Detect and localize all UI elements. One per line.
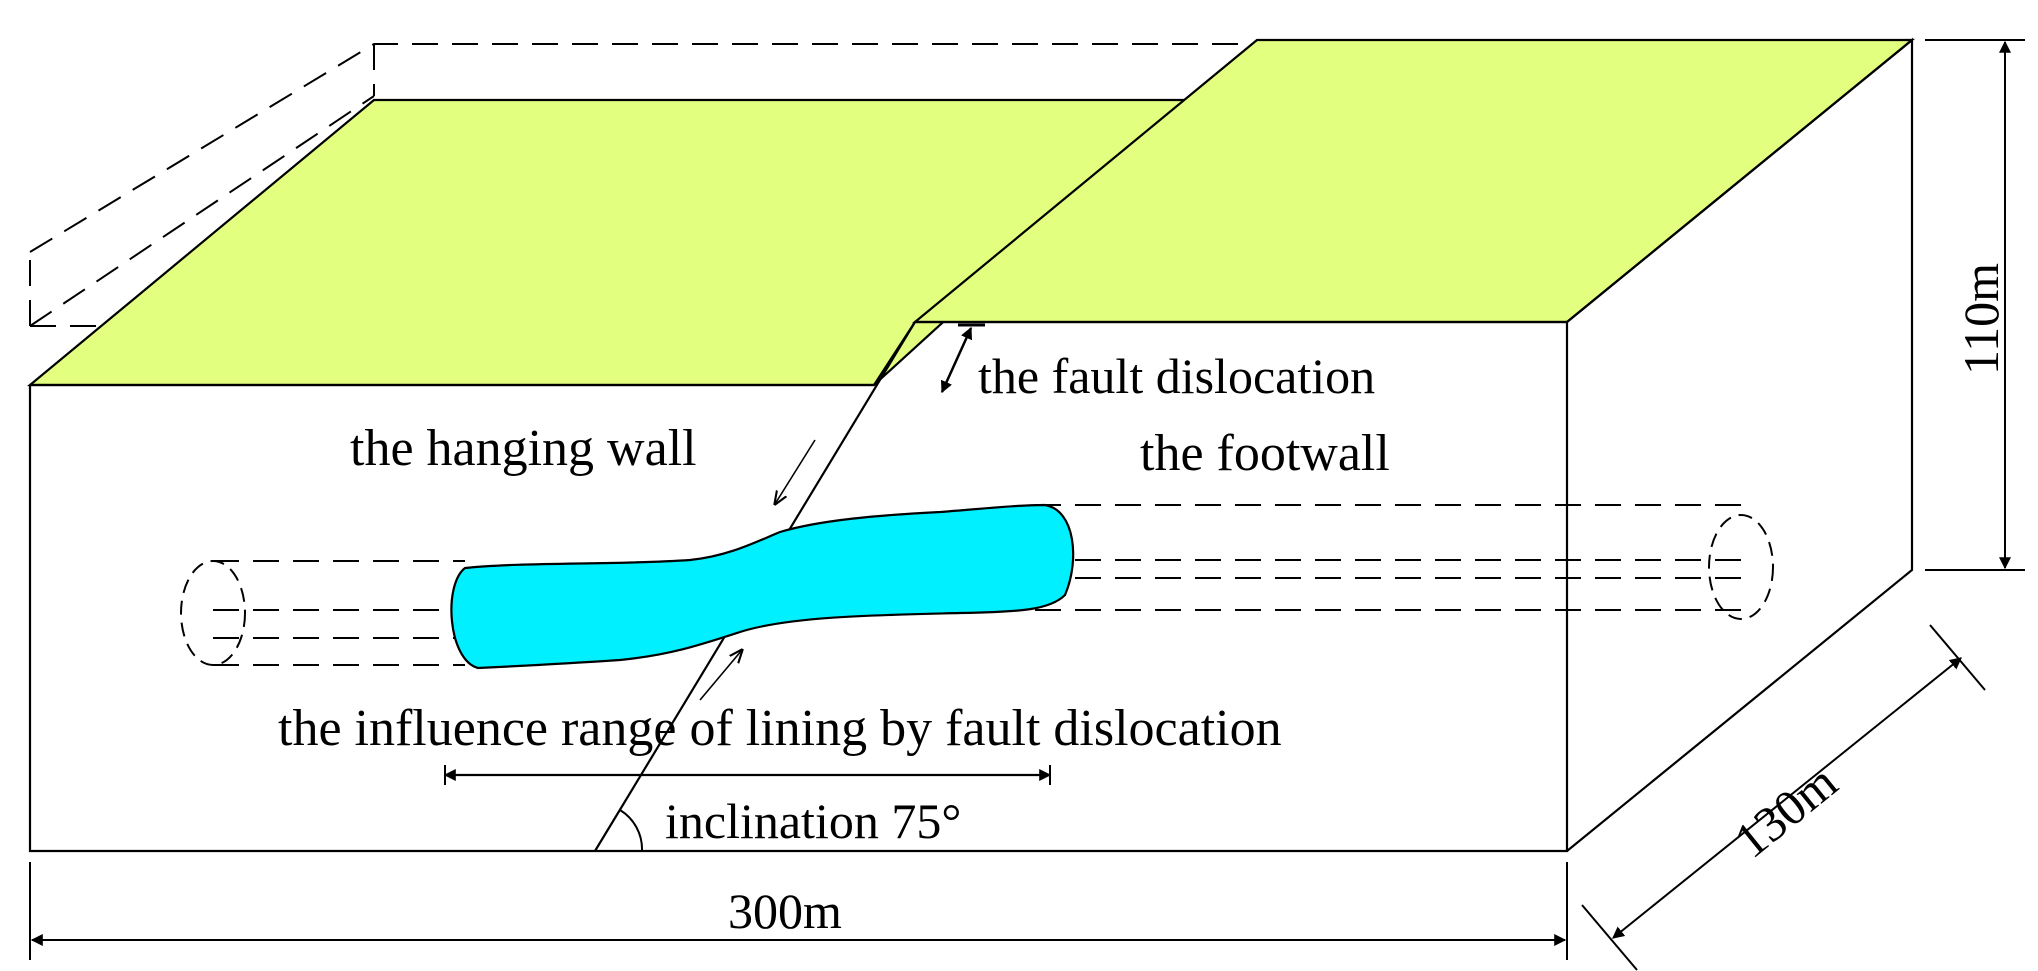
depth-dimension <box>1581 624 1986 971</box>
hanging-wall-slip-arrow <box>775 439 816 504</box>
inclination-label: inclination 75° <box>665 793 961 849</box>
depth-label: 130m <box>1724 753 1848 868</box>
tunnel-right-section <box>1035 504 1774 620</box>
height-dimension <box>1925 39 2025 571</box>
fault-dislocation-arrow <box>940 326 973 394</box>
tunnel-left-section <box>180 560 465 666</box>
width-label: 300m <box>728 883 842 939</box>
tunnel-lining-deformed <box>450 503 1075 670</box>
footwall-slip-arrow <box>699 650 742 701</box>
footwall-label: the footwall <box>1140 425 1390 482</box>
influence-range-dimension <box>443 765 1052 785</box>
fault-dislocation-label: the fault dislocation <box>978 348 1375 404</box>
width-dimension <box>29 862 1568 960</box>
height-label: 110m <box>1953 263 2009 375</box>
hanging-wall-label: the hanging wall <box>350 420 697 477</box>
influence-range-label: the influence range of lining by fault d… <box>278 700 1282 757</box>
inclination-angle-arc <box>619 809 644 852</box>
